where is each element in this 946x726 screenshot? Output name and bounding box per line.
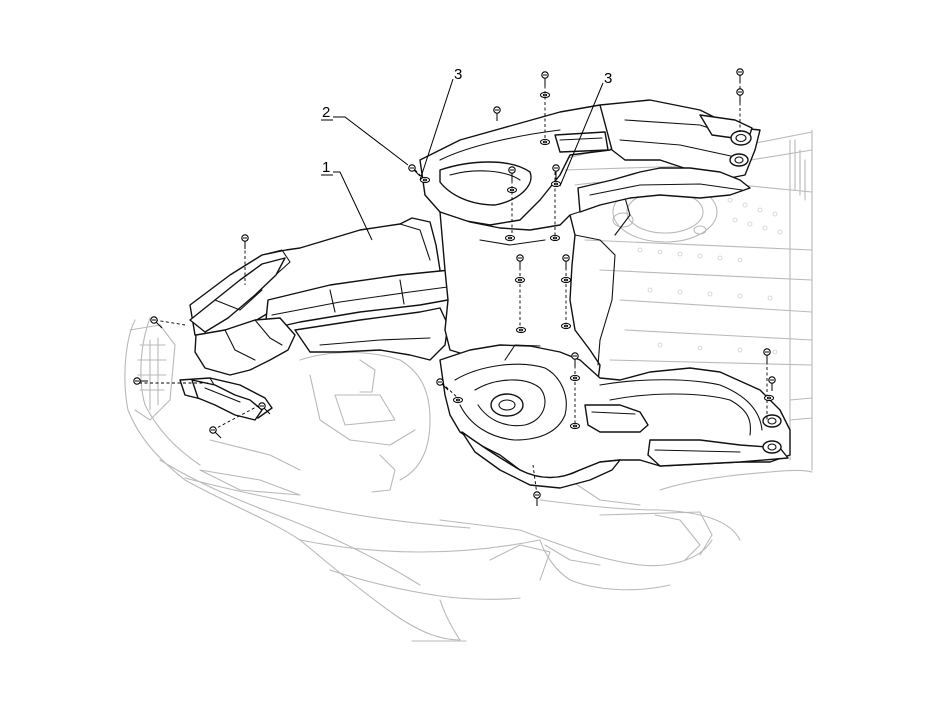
callout-3-upper-left: 3 — [454, 66, 462, 83]
washer-icon — [551, 180, 561, 188]
screw-icon — [209, 426, 222, 439]
callout-3-upper-right: 3 — [604, 70, 612, 87]
washer-icon — [540, 91, 550, 99]
callout-leaders — [333, 78, 604, 241]
washer-icon — [561, 276, 571, 284]
washer-icon — [570, 374, 580, 382]
screw-icon — [150, 316, 163, 329]
screw-icon — [736, 88, 744, 103]
part-1-left-side-panel — [179, 217, 525, 419]
lower-right-footwell-panel — [439, 344, 791, 489]
washer-icon — [453, 396, 463, 404]
screw-icon — [241, 234, 249, 249]
washer-icon — [540, 138, 550, 146]
washer-icon — [516, 326, 526, 334]
screw-icon — [408, 164, 421, 177]
screw-icon — [736, 68, 744, 83]
screw-icon — [571, 352, 579, 367]
ghost-vehicle-body — [124, 129, 813, 642]
screw-icon — [552, 164, 560, 179]
fasteners-group — [133, 68, 776, 506]
washer-icon — [515, 276, 525, 284]
front-corner-panel — [191, 379, 263, 421]
washer-icon — [420, 176, 430, 184]
callout-2: 2 — [322, 104, 330, 121]
screw-icon — [541, 71, 549, 86]
screw-icon — [516, 254, 524, 269]
callout-labels: 1 2 3 3 — [321, 66, 612, 176]
screw-icon — [533, 491, 541, 506]
screw-icon — [133, 377, 148, 385]
washer-icon — [764, 394, 774, 402]
washer-icon — [561, 322, 571, 330]
washer-icon — [550, 234, 560, 242]
screw-icon — [763, 348, 771, 363]
washer-icon — [507, 186, 517, 194]
screw-icon — [436, 378, 449, 391]
screw-icon — [493, 106, 501, 121]
screw-icon — [258, 402, 271, 415]
washer-icon — [505, 234, 515, 242]
washer-icon — [570, 422, 580, 430]
callout-1: 1 — [322, 159, 330, 176]
screw-icon — [562, 254, 570, 269]
screw-icon — [508, 166, 516, 181]
screw-icon — [768, 376, 776, 391]
